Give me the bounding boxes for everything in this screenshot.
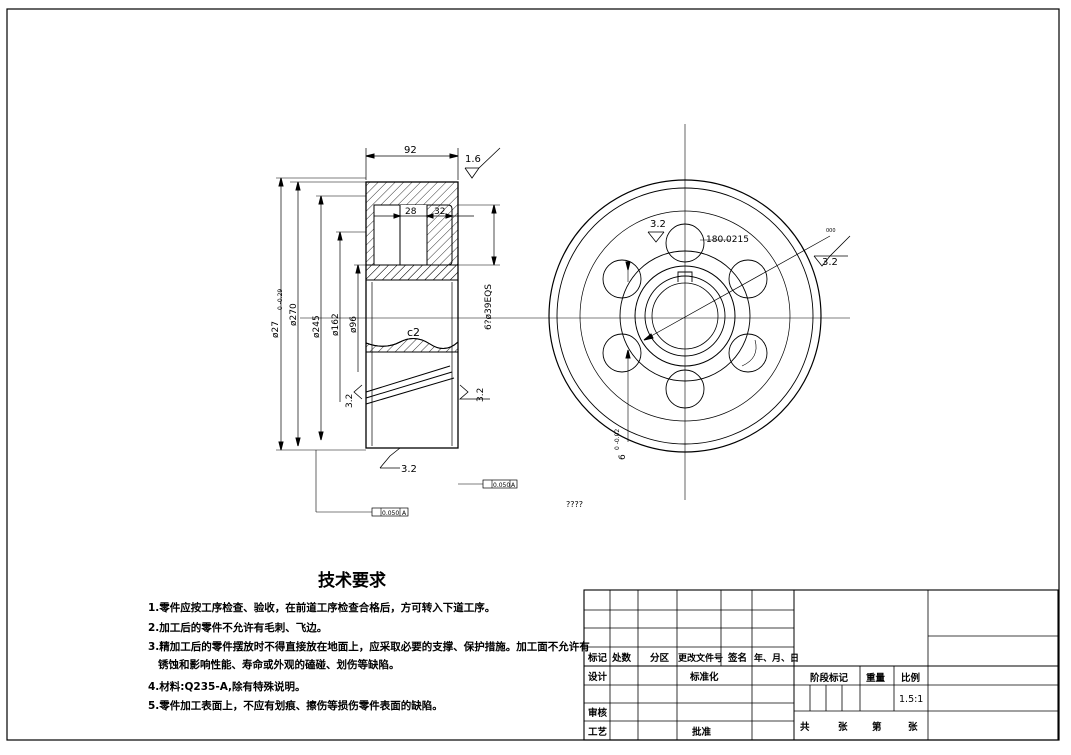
keyway-dim: 180.0215: [706, 235, 749, 245]
tol-frame-left-ref: A: [402, 510, 407, 517]
tb-stage-mark: 阶段标记: [810, 672, 849, 684]
tb-date: 年、月、日: [754, 652, 799, 664]
tb-standardize: 标准化: [689, 671, 719, 683]
requirement-3-cont: 锈蚀和影响性能、寿命或外观的磕碰、划伤等缺陷。: [158, 659, 400, 671]
side-small-label: 000: [826, 228, 836, 234]
dim-holes: 6?ø39EQS: [484, 284, 494, 330]
tb-zone: 分区: [650, 652, 670, 664]
tb-approve: 批准: [692, 726, 712, 738]
tb-review: 审核: [588, 707, 608, 719]
requirement-4: 4.材料:Q235-A,除有特殊说明。: [148, 681, 306, 693]
requirements-title: 技术要求: [318, 571, 386, 591]
roughness-right: 3.2: [476, 388, 486, 402]
keyway-tol: 0 -0.02: [614, 429, 621, 450]
tol-frame-right-ref: A: [511, 482, 516, 489]
dim-96: ø96: [349, 316, 359, 333]
dim-outer-tol: 0 -0.29: [277, 289, 284, 310]
dim-bore-w2: 32: [434, 207, 445, 217]
tb-page: 第: [872, 721, 882, 733]
requirement-5: 5.零件加工表面上，不应有划痕、擦伤等损伤零件表面的缺陷。: [148, 700, 443, 712]
unknown-label: ????: [566, 500, 583, 509]
roughness-bottom: 3.2: [401, 464, 417, 475]
roughness-left: 3.2: [345, 394, 355, 408]
tb-count: 处数: [611, 652, 632, 664]
dim-bore-w1: 28: [405, 207, 417, 217]
dim-245: ø245: [312, 315, 322, 338]
dim-width: 92: [404, 145, 417, 156]
tb-change-doc: 更改文件号: [678, 652, 723, 664]
tb-weight: 重量: [866, 672, 886, 684]
title-block: [583, 589, 1059, 741]
tb-process: 工艺: [588, 726, 608, 738]
front-view: [276, 147, 520, 517]
chamfer-label: c2: [407, 326, 420, 339]
side-roughness-left: 3.2: [650, 219, 666, 230]
tol-frame-left: 0.050: [382, 510, 399, 517]
tb-total: 共: [800, 721, 810, 733]
requirement-1: 1.零件应按工序检查、验收，在前道工序检查合格后，方可转入下道工序。: [148, 602, 496, 614]
tb-scale: 比例: [901, 672, 920, 684]
tb-sheet-end: 张: [908, 721, 918, 733]
tb-sign: 签名: [727, 652, 747, 664]
tb-scale-value: 1.5:1: [899, 694, 923, 705]
dim-outer-dia: ø27: [271, 321, 281, 338]
sheet-border: [6, 8, 1060, 741]
dim-162: ø162: [331, 313, 341, 336]
tb-mark: 标记: [587, 652, 608, 664]
side-roughness-right: 3.2: [822, 257, 838, 268]
tb-sheets: 张: [838, 721, 848, 733]
roughness-top: 1.6: [465, 154, 481, 165]
side-view: [520, 124, 851, 500]
requirement-2: 2.加工后的零件不允许有毛刺、飞边。: [148, 622, 328, 634]
dim-270: ø270: [289, 303, 299, 326]
tol-frame-right: 0.050: [493, 482, 510, 489]
keyway-width: 6: [618, 454, 628, 460]
requirement-3: 3.精加工后的零件摆放时不得直接放在地面上，应采取必要的支撑、保护措施。加工面不…: [148, 641, 590, 653]
tb-design: 设计: [588, 671, 608, 683]
